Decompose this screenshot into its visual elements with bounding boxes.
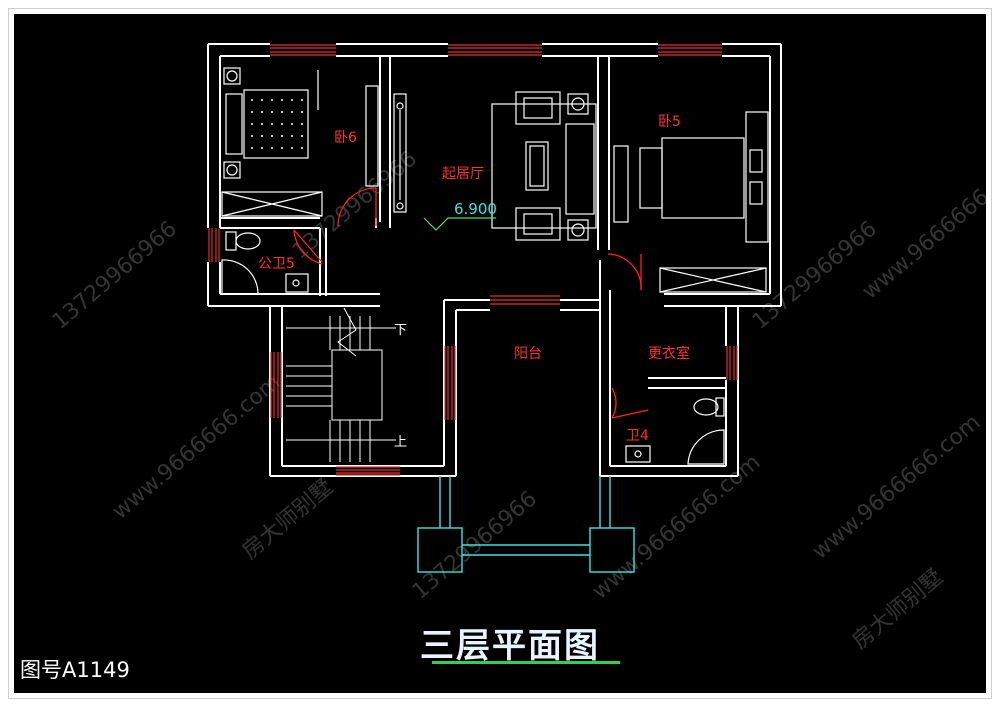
watermark-text: www.9666666.com: [808, 410, 986, 565]
bed-pattern: [251, 99, 303, 149]
bedroom-6-furniture: [221, 67, 379, 217]
watermark-text: www.9666666.com: [108, 370, 286, 525]
doors: [293, 187, 649, 419]
bath-4-fixtures: [625, 397, 725, 465]
watermark-text: 房大师别墅: [848, 565, 948, 655]
watermark-text: www.9666666.com: [858, 150, 986, 305]
bedroom-5-furniture: [613, 111, 769, 293]
floor-plan-canvas: 13729966966 www.9666666.com 房大师别墅 137299…: [14, 14, 1000, 693]
room-label-living-room: 起居厅: [442, 166, 484, 182]
room-label-dressing-room: 更衣室: [648, 345, 690, 362]
room-label-public-bath-5: 公卫5: [258, 256, 295, 272]
balcony-columns: [417, 476, 635, 573]
room-labels: 卧6 卧5 起居厅 公卫5 阳台 更衣室 卫4: [258, 114, 690, 444]
plan-title-underline: [432, 661, 620, 664]
windows: [208, 44, 738, 476]
room-label-balcony: 阳台: [514, 346, 542, 362]
elevation-marker: [423, 217, 496, 231]
floor-plan-svg: 13729966966 www.9666666.com 房大师别墅 137299…: [48, 43, 1000, 655]
walls: [207, 43, 782, 477]
watermark-text: 房大师别墅: [238, 475, 338, 565]
elevation-text: 6.900: [454, 200, 497, 218]
living-room-furniture: [393, 91, 597, 241]
plan-title: 三层平面图: [420, 626, 600, 666]
drawing-number: 图号A1149: [20, 658, 130, 682]
staircase: [286, 307, 396, 462]
room-label-bedroom-5: 卧5: [658, 114, 681, 130]
stair-down-label: 下: [394, 323, 407, 338]
bath-5-fixtures: [221, 231, 309, 295]
room-label-bedroom-6: 卧6: [334, 130, 357, 146]
stair-up-label: 上: [394, 435, 407, 450]
watermark-text: 13729966966: [48, 216, 182, 334]
room-label-bath-4: 卫4: [626, 428, 649, 444]
watermark-text: 13729966966: [288, 146, 422, 264]
watermark-layer: 13729966966 www.9666666.com 房大师别墅 137299…: [48, 146, 1000, 655]
